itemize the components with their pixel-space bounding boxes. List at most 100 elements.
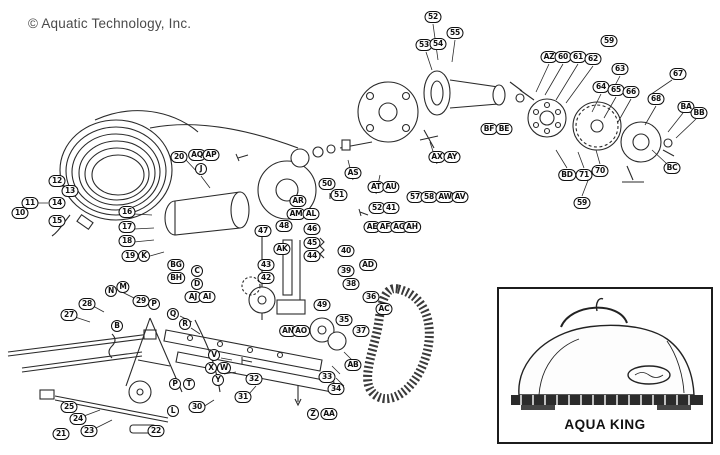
callout-59: 59 bbox=[573, 197, 591, 209]
callout-36: 36 bbox=[362, 291, 380, 303]
callout-t: T bbox=[183, 378, 195, 390]
callout-51: 51 bbox=[330, 189, 348, 201]
callout-bh: BH bbox=[167, 272, 185, 284]
callout-18: 18 bbox=[118, 235, 136, 247]
callout-ap: AP bbox=[202, 149, 220, 161]
callout-27: 27 bbox=[60, 309, 78, 321]
callout-bc: BC bbox=[663, 162, 681, 174]
callout-ac: AC bbox=[375, 303, 393, 315]
callout-21: 21 bbox=[52, 428, 70, 440]
callout-c: C bbox=[191, 265, 203, 277]
callout-aa: AA bbox=[320, 408, 338, 420]
callout-11: 11 bbox=[21, 197, 39, 209]
callout-b: B bbox=[111, 320, 123, 332]
callout-ak: AK bbox=[273, 243, 291, 255]
callout-l: L bbox=[167, 405, 179, 417]
callout-ay: AY bbox=[443, 151, 461, 163]
callout-17: 17 bbox=[118, 221, 136, 233]
callout-70: 70 bbox=[591, 165, 609, 177]
callout-44: 44 bbox=[303, 250, 321, 262]
callout-bb: BB bbox=[690, 107, 708, 119]
callout-r: R bbox=[179, 318, 191, 330]
callout-43: 43 bbox=[257, 259, 275, 271]
callout-12: 12 bbox=[48, 175, 66, 187]
callout-41: 41 bbox=[382, 202, 400, 214]
callout-au: AU bbox=[382, 181, 400, 193]
callout-24: 24 bbox=[69, 413, 87, 425]
callout-28: 28 bbox=[78, 298, 96, 310]
callout-16: 16 bbox=[118, 206, 136, 218]
callout-38: 38 bbox=[342, 278, 360, 290]
copyright-text: © Aquatic Technology, Inc. bbox=[28, 16, 192, 31]
callout-ao: AO bbox=[292, 325, 310, 337]
callout-47: 47 bbox=[254, 225, 272, 237]
callout-ad: AD bbox=[359, 259, 377, 271]
callout-y: Y bbox=[212, 374, 224, 386]
callout-63: 63 bbox=[611, 63, 629, 75]
callout-p: P bbox=[169, 378, 181, 390]
callout-71: 71 bbox=[575, 169, 593, 181]
callout-j: J bbox=[195, 163, 207, 175]
callout-v: V bbox=[208, 349, 220, 361]
callout-59: 59 bbox=[600, 35, 618, 47]
callout-k: K bbox=[138, 250, 150, 262]
callout-ba: BA bbox=[677, 101, 695, 113]
callout-q: Q bbox=[166, 308, 180, 320]
callout-25: 25 bbox=[60, 401, 78, 413]
callout-av: AV bbox=[451, 191, 469, 203]
callout-31: 31 bbox=[234, 391, 252, 403]
callout-be: BE bbox=[495, 123, 513, 135]
callout-54: 54 bbox=[429, 38, 447, 50]
callout-ab: AB bbox=[344, 359, 362, 371]
callout-64: 64 bbox=[592, 81, 610, 93]
callout-58: 58 bbox=[420, 191, 438, 203]
callout-m: M bbox=[116, 281, 130, 293]
callout-p: P bbox=[148, 298, 160, 310]
callout-30: 30 bbox=[188, 401, 206, 413]
callout-n: N bbox=[104, 285, 118, 297]
callout-ar: AR bbox=[289, 195, 307, 207]
callout-23: 23 bbox=[80, 425, 98, 437]
callout-x: X bbox=[205, 362, 217, 374]
callout-15: 15 bbox=[48, 215, 66, 227]
callout-52: 52 bbox=[424, 11, 442, 23]
callout-bd: BD bbox=[558, 169, 576, 181]
callout-45: 45 bbox=[303, 237, 321, 249]
callout-53: 53 bbox=[415, 39, 433, 51]
callout-19: 19 bbox=[121, 250, 139, 262]
callout-d: D bbox=[190, 278, 204, 290]
callout-as: AS bbox=[344, 167, 362, 179]
callout-62: 62 bbox=[584, 53, 602, 65]
product-inset-box: AQUA KING bbox=[497, 287, 713, 444]
callout-10: 10 bbox=[11, 207, 29, 219]
callout-z: Z bbox=[307, 408, 319, 420]
callout-32: 32 bbox=[245, 373, 263, 385]
callout-66: 66 bbox=[622, 86, 640, 98]
callout-40: 40 bbox=[337, 245, 355, 257]
callout-37: 37 bbox=[352, 325, 370, 337]
callout-39: 39 bbox=[337, 265, 355, 277]
callout-bg: BG bbox=[167, 259, 185, 271]
callout-49: 49 bbox=[313, 299, 331, 311]
callout-35: 35 bbox=[335, 314, 353, 326]
callout-55: 55 bbox=[446, 27, 464, 39]
callout-29: 29 bbox=[132, 295, 150, 307]
callout-48: 48 bbox=[275, 220, 293, 232]
callout-14: 14 bbox=[48, 197, 66, 209]
callout-20: 20 bbox=[170, 151, 188, 163]
callout-42: 42 bbox=[257, 272, 275, 284]
product-illustration bbox=[511, 297, 703, 410]
callout-13: 13 bbox=[61, 185, 79, 197]
callout-67: 67 bbox=[669, 68, 687, 80]
callout-34: 34 bbox=[327, 383, 345, 395]
callout-ah: AH bbox=[403, 221, 421, 233]
callout-22: 22 bbox=[147, 425, 165, 437]
product-name-label: AQUA KING bbox=[564, 417, 646, 432]
callout-68: 68 bbox=[647, 93, 665, 105]
callout-50: 50 bbox=[318, 178, 336, 190]
callout-46: 46 bbox=[303, 223, 321, 235]
callout-33: 33 bbox=[318, 371, 336, 383]
